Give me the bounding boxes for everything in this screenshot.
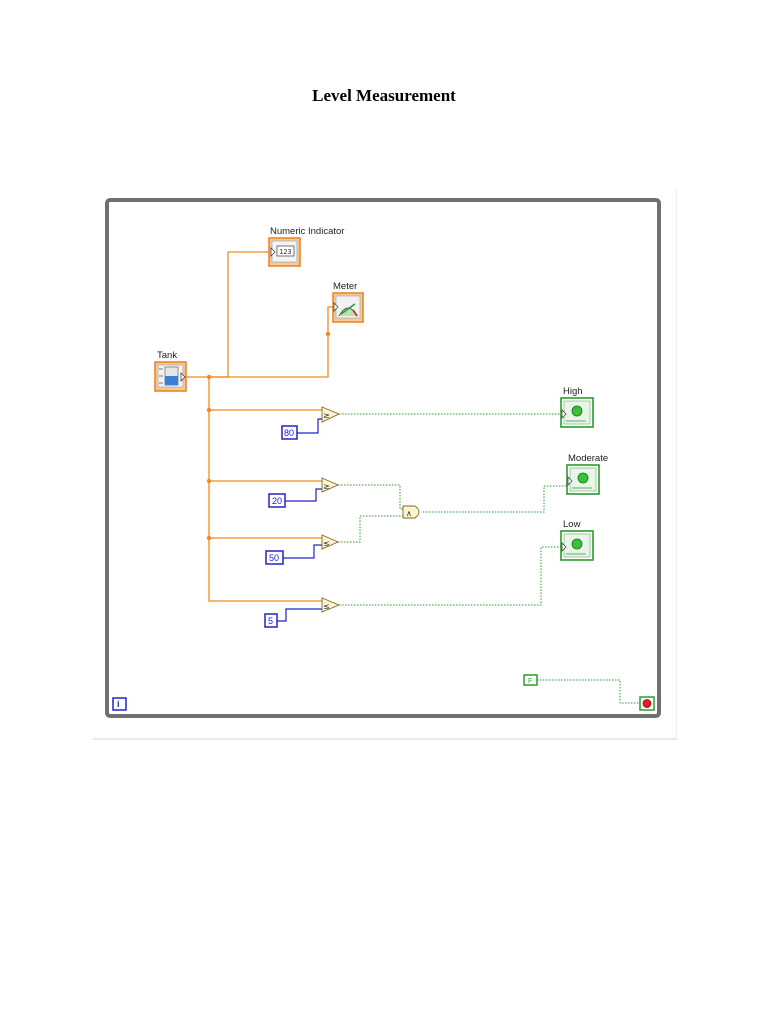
comparator-moderate-lower-symbol: ≥ (323, 482, 330, 491)
iteration-terminal-symbol: i (117, 699, 120, 709)
high-led-input-arrow-icon (561, 409, 567, 419)
tank-label: Tank (157, 350, 177, 361)
moderate-led-input-arrow-icon (567, 476, 573, 486)
comparator-low-symbol: ≤ (323, 602, 330, 611)
diagram-shadow (93, 190, 677, 740)
false-constant[interactable]: F (523, 674, 538, 686)
boolean-wires (338, 413, 640, 704)
constant-50[interactable]: 50 (265, 550, 284, 565)
integer-wires (277, 418, 322, 622)
high-led-icon (571, 405, 583, 417)
meter-terminal[interactable] (332, 292, 364, 323)
loop-condition-terminal[interactable] (639, 696, 655, 711)
numeric-indicator-value: 123 (279, 248, 292, 256)
high-led-terminal[interactable] (560, 397, 594, 428)
page-title: Level Measurement (312, 86, 456, 105)
constant-80-value: 80 (284, 428, 294, 438)
constant-80[interactable]: 80 (281, 425, 298, 440)
comparator-moderate-lower[interactable]: ≥ (321, 477, 340, 493)
while-loop-frame[interactable] (105, 198, 661, 718)
low-led-terminal[interactable] (560, 530, 594, 561)
moderate-led-terminal[interactable] (566, 464, 600, 495)
and-gate[interactable]: ∧ (402, 505, 420, 519)
low-led-input-arrow-icon (561, 542, 567, 552)
constant-5[interactable]: 5 (264, 613, 278, 628)
comparator-low[interactable]: ≤ (321, 597, 341, 613)
stop-icon (642, 699, 652, 708)
tank-output-arrow-icon (180, 372, 186, 382)
tank-terminal[interactable] (154, 361, 187, 392)
numeric-indicator-input-arrow-icon (270, 247, 276, 257)
constant-50-value: 50 (269, 553, 279, 563)
high-label: High (563, 386, 583, 397)
numeric-indicator-label: Numeric Indicator (270, 226, 344, 237)
low-led-icon (571, 538, 583, 550)
iteration-terminal[interactable]: i (112, 697, 127, 711)
constant-5-value: 5 (268, 616, 273, 626)
comparator-moderate-upper[interactable]: ≤ (321, 534, 340, 550)
moderate-label: Moderate (568, 453, 608, 464)
false-constant-value: F (528, 678, 532, 685)
wire-junctions (206, 331, 331, 541)
numeric-indicator-terminal[interactable]: 123 (268, 237, 301, 267)
moderate-led-icon (577, 472, 589, 484)
meter-input-arrow-icon (333, 302, 339, 312)
and-gate-symbol: ∧ (406, 509, 412, 518)
comparator-moderate-upper-symbol: ≤ (323, 539, 330, 548)
comparator-high-symbol: ≥ (323, 411, 330, 420)
numeric-wires (186, 251, 334, 602)
constant-20[interactable]: 20 (268, 493, 286, 508)
constant-20-value: 20 (272, 496, 282, 506)
meter-label: Meter (333, 281, 357, 292)
comparator-high[interactable]: ≥ (321, 406, 341, 423)
low-label: Low (563, 519, 581, 530)
